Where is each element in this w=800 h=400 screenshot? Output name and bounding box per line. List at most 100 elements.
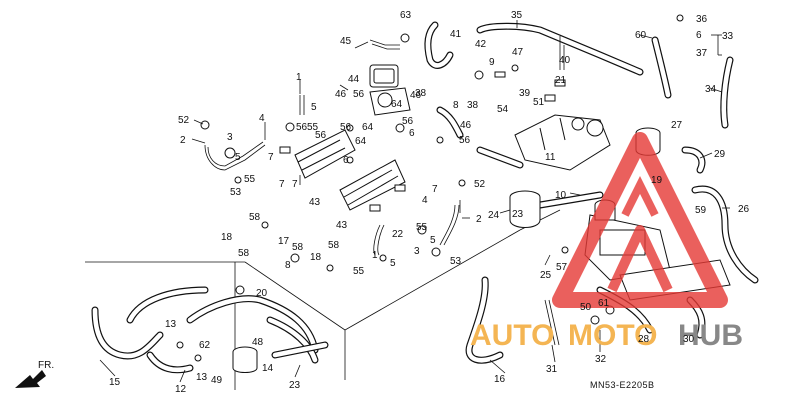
callout: 9 <box>489 57 495 68</box>
callout: 55 <box>353 266 365 277</box>
callout: 3 <box>414 246 420 257</box>
callout: 28 <box>638 334 650 345</box>
callout: 19 <box>651 175 663 186</box>
callout: 35 <box>511 10 523 21</box>
callout: 2 <box>476 214 482 225</box>
callout: 17 <box>278 236 290 247</box>
callout: 25 <box>540 270 552 281</box>
callout: 58 <box>292 242 304 253</box>
callout: 56 <box>402 116 414 127</box>
callout: 3 <box>227 132 233 143</box>
callout: 38 <box>467 100 479 111</box>
callout: 38 <box>415 88 427 99</box>
callout: 50 <box>580 302 592 313</box>
callout: 7 <box>268 152 274 163</box>
callout-numbers: 1 2 3 4 5 7 7 7 5 53 55 52 56 55 56 43 4… <box>109 10 750 395</box>
callout: 56 <box>340 122 352 133</box>
callout: 32 <box>595 354 607 365</box>
callout: 21 <box>555 75 567 86</box>
callout: 7 <box>292 179 298 190</box>
callout: 12 <box>175 384 187 395</box>
callout: 53 <box>450 256 462 267</box>
callout: 18 <box>221 232 233 243</box>
watermark-text-hub: HUB <box>678 319 743 352</box>
callout: 11 <box>545 152 556 163</box>
watermark-logo <box>552 132 728 308</box>
callout: 13 <box>196 372 208 383</box>
callout: 31 <box>546 364 558 375</box>
callout: 46 <box>335 89 347 100</box>
callout: 23 <box>512 209 524 220</box>
callout: 58 <box>249 212 261 223</box>
callout: 1 <box>372 250 378 261</box>
section-outline <box>85 209 561 390</box>
callout: 58 <box>328 240 340 251</box>
callout: 16 <box>494 374 506 385</box>
callout: 57 <box>556 262 568 273</box>
callout: 24 <box>488 210 500 221</box>
callout: 22 <box>392 229 404 240</box>
callout: 58 <box>238 248 250 259</box>
callout: 36 <box>696 14 708 25</box>
callout: 4 <box>259 113 265 124</box>
callout: 8 <box>285 260 291 271</box>
callout: 56 <box>296 122 308 133</box>
callout: 10 <box>555 190 567 201</box>
callout: 59 <box>695 205 707 216</box>
callout: 61 <box>598 298 610 309</box>
callout: 20 <box>256 288 268 299</box>
callout: 37 <box>696 48 708 59</box>
callout: 5 <box>311 102 317 113</box>
callout: 2 <box>180 135 186 146</box>
callout: 5 <box>235 152 241 163</box>
direction-label: FR. <box>38 360 54 371</box>
hoses <box>91 21 759 374</box>
callout: 41 <box>450 29 462 40</box>
callout: 46 <box>460 120 472 131</box>
callout: 52 <box>178 115 190 126</box>
callout: 49 <box>211 375 223 386</box>
callout: 62 <box>199 340 211 351</box>
callout: 8 <box>453 100 459 111</box>
watermark-text-moto: MOTO <box>568 319 657 352</box>
callout: 13 <box>165 319 177 330</box>
callout: 56 <box>459 135 471 146</box>
callout: 29 <box>714 149 726 160</box>
callout: 4 <box>422 195 428 206</box>
callout: 44 <box>348 74 360 85</box>
callout: 64 <box>362 122 374 133</box>
callout: 52 <box>474 179 486 190</box>
callout: 56 <box>353 89 365 100</box>
callout: 53 <box>230 187 242 198</box>
callout: 26 <box>738 204 750 215</box>
callout: 45 <box>340 36 352 47</box>
callout: 39 <box>519 88 531 99</box>
callout: 34 <box>705 84 717 95</box>
callout: 6 <box>343 155 349 166</box>
callout: 55 <box>307 122 319 133</box>
callout: 6 <box>696 30 702 41</box>
watermark-text-auto: AUTO <box>470 319 554 352</box>
callout: 7 <box>279 179 285 190</box>
callout: 6 <box>409 128 415 139</box>
callout: 27 <box>671 120 683 131</box>
callout: 43 <box>309 197 321 208</box>
callout: 51 <box>533 97 545 108</box>
callout: 64 <box>391 99 403 110</box>
callout: 18 <box>310 252 322 263</box>
callout: 60 <box>635 30 647 41</box>
callout: 33 <box>722 31 734 42</box>
callout: 64 <box>355 136 367 147</box>
callout: 55 <box>244 174 256 185</box>
callout: 30 <box>683 334 695 345</box>
callout: 40 <box>559 55 571 66</box>
callout: 46 <box>410 90 422 101</box>
callout: 48 <box>252 337 264 348</box>
callout: 56 <box>315 130 327 141</box>
pipes <box>204 39 565 346</box>
front-direction-arrow-icon <box>15 370 46 388</box>
leader-lines <box>99 20 730 383</box>
callout: 14 <box>262 363 274 374</box>
callout: 1 <box>296 72 302 83</box>
